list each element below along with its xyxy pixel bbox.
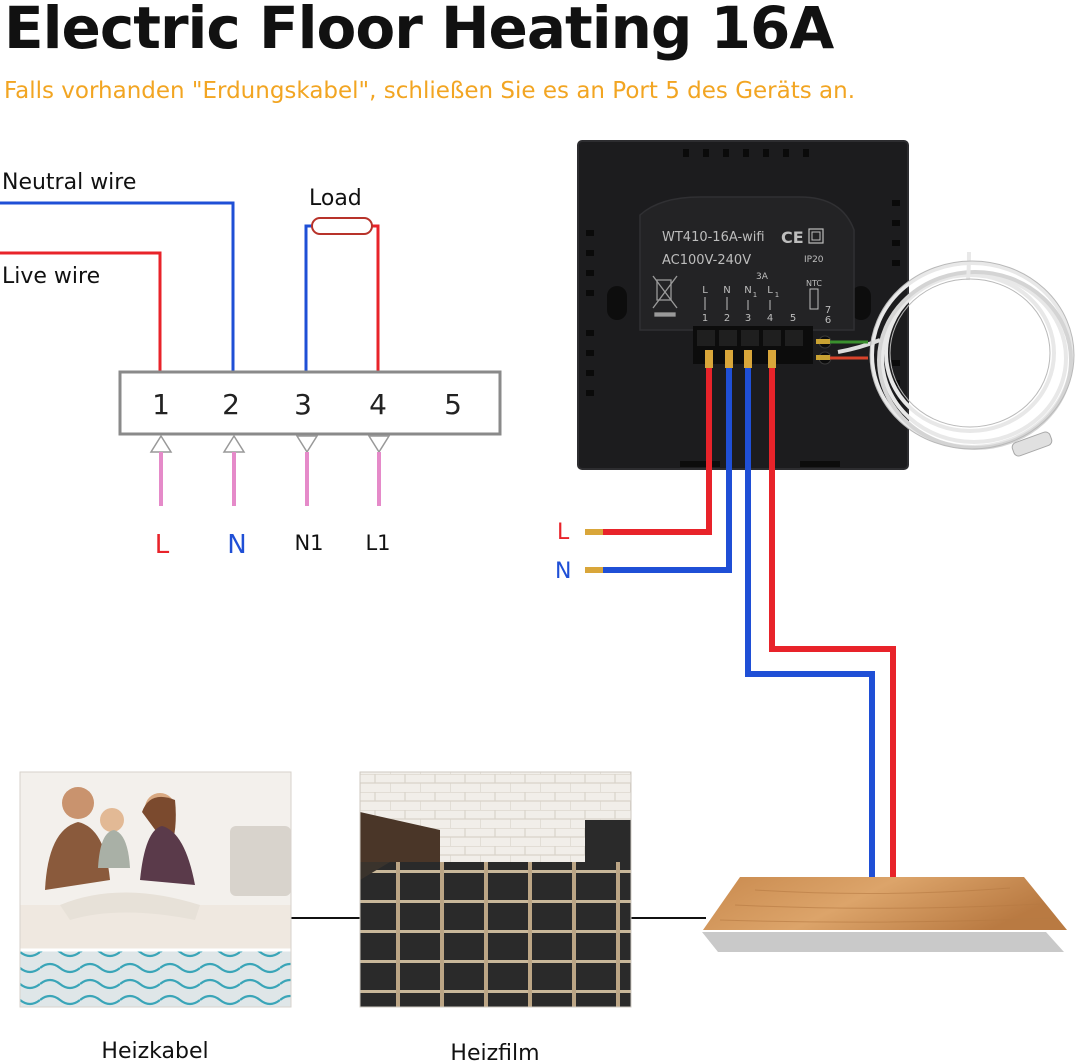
- device-terminal-number-2: 2: [724, 313, 730, 324]
- terminal-3: 3: [294, 388, 312, 421]
- device-terminal-number-4: 4: [767, 313, 773, 324]
- device-terminal-sub-3: 1: [753, 291, 757, 299]
- bottom-label-l1: L1: [365, 531, 390, 555]
- load-neutral-wire: [304, 224, 313, 372]
- device-terminal-letter-1: L: [702, 285, 708, 296]
- neutral-wire: [0, 201, 235, 372]
- device-terminal-number-1: 1: [702, 313, 708, 324]
- terminal-4: 4: [369, 388, 387, 421]
- heizkabel-photo: [19, 771, 292, 1008]
- power-wires: [591, 368, 896, 877]
- terminal-5: 5: [444, 388, 462, 421]
- heizkabel-label: Heizkabel: [101, 1039, 208, 1063]
- wood-floor-board: [702, 877, 1067, 952]
- thermostat-back: WT410-16A-wifi CE AC100V-240V IP20 3A NT…: [577, 140, 909, 470]
- device-ce-mark: CE: [781, 228, 804, 247]
- device-terminal-number-5: 5: [790, 313, 796, 324]
- heizfilm-photo: [359, 771, 632, 1008]
- bottom-label-n1: N1: [294, 531, 323, 555]
- load-resistor: [311, 217, 373, 235]
- live-wire: [0, 251, 162, 372]
- bottom-label-l: L: [155, 530, 170, 560]
- live-wire-label: Live wire: [2, 264, 100, 289]
- input-arrows: [149, 434, 391, 506]
- ntc-cable-outline: [869, 260, 1075, 450]
- page-subtitle: Falls vorhanden "Erdungskabel", schließe…: [4, 78, 856, 104]
- wire-tag-n: N: [555, 559, 571, 584]
- page-title: Electric Floor Heating 16A: [4, 0, 834, 62]
- terminal-1: 1: [152, 388, 170, 421]
- device-3a: 3A: [756, 272, 769, 282]
- wire-tag-l: L: [557, 520, 570, 545]
- wire-lugs: [585, 350, 776, 573]
- bottom-label-n: N: [227, 530, 246, 560]
- device-terminal-letter-4: L: [767, 285, 773, 296]
- ntc-probe-tip: [1011, 431, 1053, 457]
- heizfilm-label: Heizfilm: [450, 1041, 539, 1063]
- neutral-wire-label: Neutral wire: [2, 170, 136, 195]
- device-ip-rating: IP20: [804, 255, 824, 265]
- device-terminal-letter-2: N: [723, 285, 730, 296]
- load-label: Load: [309, 186, 362, 211]
- ntc-sensor-cable: [837, 251, 1074, 450]
- device-terminal-number-3: 3: [745, 313, 751, 324]
- device-ntc: NTC: [806, 279, 822, 288]
- terminal-block: 1 2 3 4 5: [118, 370, 502, 436]
- device-ntc-number-6: 6: [825, 315, 831, 326]
- device-ntc-number-7: 7: [825, 305, 831, 316]
- device-terminal-letter-3: N: [744, 285, 751, 296]
- terminal-2: 2: [222, 388, 240, 421]
- device-model: WT410-16A-wifi: [662, 230, 765, 245]
- device-voltage: AC100V-240V: [662, 253, 751, 268]
- load-live-wire: [370, 224, 380, 372]
- ntc-leads: [816, 339, 868, 360]
- device-terminal-sub-4: 1: [775, 291, 779, 299]
